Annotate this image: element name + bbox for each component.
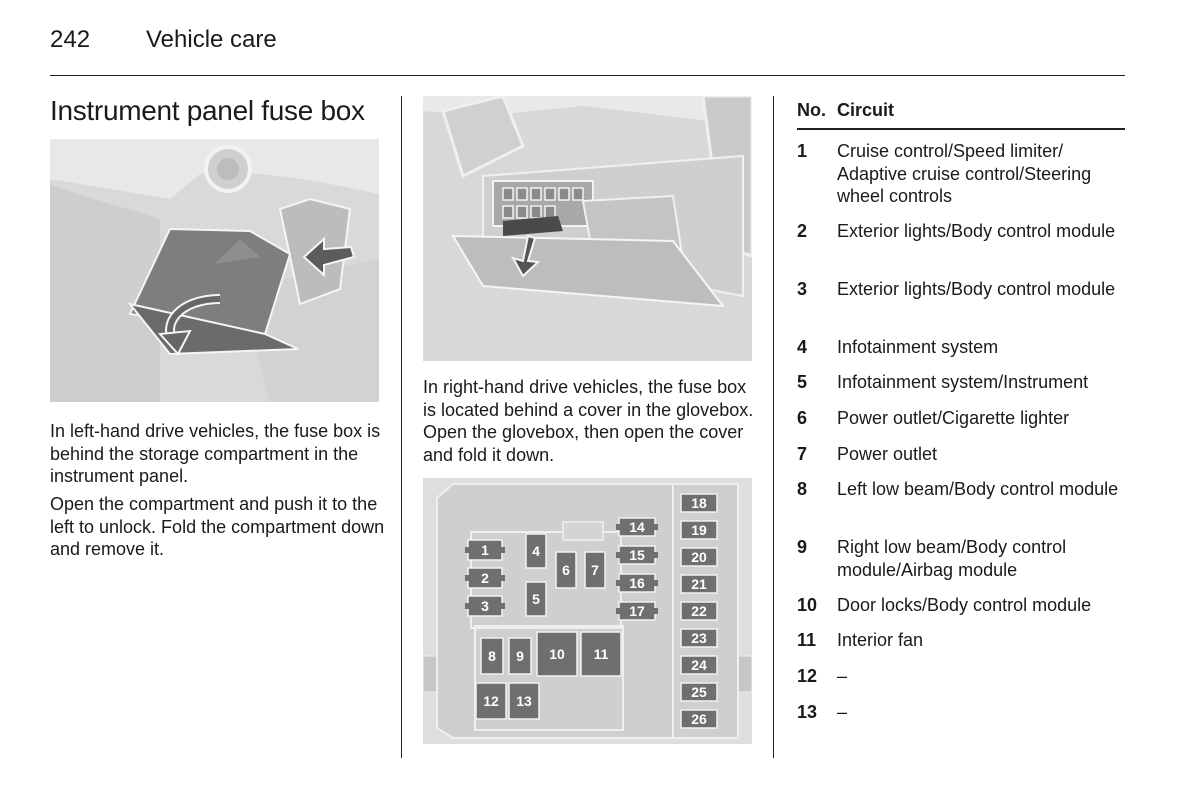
fuse-slot-12: 12 (475, 682, 507, 720)
fuse-label: 7 (591, 562, 599, 578)
fuse-slot-17: 17 (616, 601, 658, 621)
fuse-label: 18 (691, 495, 707, 511)
fuse-label: 21 (691, 576, 707, 592)
fuse-label: 13 (516, 693, 532, 709)
rhd-glovebox-illustration (423, 96, 752, 361)
row-circuit: – (837, 702, 848, 722)
row-circuit: – (837, 666, 848, 686)
fuse-slot-11: 11 (580, 631, 622, 677)
fuse-slot-15: 15 (616, 545, 658, 565)
fuse-label: 5 (532, 591, 540, 607)
fuse-slot-24: 24 (680, 655, 718, 675)
row-circuit: Exterior lights/Body control module (837, 221, 1116, 241)
row-number: 1 (797, 141, 808, 161)
fuse-slot-19: 19 (680, 520, 718, 540)
fuse-label: 20 (691, 549, 707, 565)
fuse-label: 15 (629, 547, 645, 563)
fuse-label: 16 (629, 575, 645, 591)
fuse-label: 11 (594, 646, 609, 662)
row-circuit: Infotainment system (837, 337, 999, 357)
lhd-instructions: Open the compartment and push it to the … (50, 494, 385, 559)
fuse-slot-23: 23 (680, 628, 718, 648)
fuse-label: 19 (691, 522, 707, 538)
fuse-slot-20: 20 (680, 547, 718, 567)
page-title: Instrument panel fuse box (50, 95, 365, 126)
row-number: 13 (797, 702, 818, 722)
fuse-label: 8 (488, 648, 496, 664)
fuse-slot-3: 3 (465, 595, 505, 617)
fuse-slot-22: 22 (680, 601, 718, 621)
fuse-label: 9 (516, 648, 524, 664)
fuse-slot-10: 10 (536, 631, 578, 677)
fuse-slot-9: 9 (508, 637, 532, 675)
fuse-label: 12 (483, 693, 499, 709)
fuse-label: 4 (532, 543, 540, 559)
fuse-slot-6: 6 (555, 551, 577, 589)
fuse-slot-14: 14 (616, 517, 658, 537)
fuse-slot-2: 2 (465, 567, 505, 589)
rhd-description: In right-hand drive vehicles, the fuse b… (423, 377, 754, 465)
row-number: 12 (797, 666, 818, 686)
fuse-label: 3 (481, 598, 489, 614)
fuse-slot-25: 25 (680, 682, 718, 702)
lhd-storage-compartment-illustration (50, 139, 379, 402)
fuse-slot-1: 1 (465, 539, 505, 561)
row-number: 6 (797, 408, 808, 428)
row-number: 10 (797, 595, 818, 615)
fuse-label: 10 (549, 646, 565, 662)
column-divider-right (773, 96, 774, 758)
fuse-slot-18: 18 (680, 493, 718, 513)
fuse-slot-16: 16 (616, 573, 658, 593)
row-circuit: Power outlet (837, 444, 938, 464)
fuse-label: 23 (691, 630, 707, 646)
row-circuit: Exterior lights/Body control module (837, 279, 1116, 299)
table-header-no: No. (797, 100, 826, 120)
fuse-label: 17 (629, 603, 645, 619)
page-number: 242 (50, 26, 91, 53)
fuse-label: 14 (629, 519, 645, 535)
fuse-label: 1 (481, 542, 489, 558)
row-circuit: Infotainment system/Instrument (837, 372, 1089, 392)
row-number: 11 (797, 630, 817, 650)
fuse-slot-21: 21 (680, 574, 718, 594)
fuse-slot-26: 26 (680, 709, 718, 729)
row-number: 3 (797, 279, 808, 299)
row-circuit: Power outlet/Cigarette lighter (837, 408, 1070, 428)
table-header-rule (797, 128, 1125, 130)
fuse-slot-5: 5 (525, 581, 547, 617)
header-divider (50, 75, 1125, 76)
fuse-label: 2 (481, 570, 489, 586)
fuse-label: 26 (691, 711, 707, 727)
column-divider-left (401, 96, 402, 758)
fuse-slot-8: 8 (480, 637, 504, 675)
fuse-slot-7: 7 (584, 551, 606, 589)
row-number: 2 (797, 221, 808, 241)
fuse-slot-13: 13 (508, 682, 540, 720)
row-number: 9 (797, 537, 808, 557)
fuse-slot-4: 4 (525, 533, 547, 569)
row-circuit: Right low beam/Body control module/Airba… (837, 537, 1067, 580)
row-number: 4 (797, 337, 808, 357)
row-number: 5 (797, 372, 808, 392)
table-header-circuit: Circuit (837, 100, 895, 120)
section-title: Vehicle care (146, 26, 277, 53)
row-circuit: Left low beam/Body control module (837, 479, 1119, 499)
lhd-description: In left-hand drive vehicles, the fuse bo… (50, 421, 381, 486)
fuse-label: 22 (691, 603, 707, 619)
fuse-label: 6 (562, 562, 570, 578)
fuse-label: 24 (691, 657, 707, 673)
fuse-label: 25 (691, 684, 707, 700)
row-circuit: Interior fan (837, 630, 924, 650)
row-circuit: Door locks/Body control module (837, 595, 1092, 615)
row-circuit: Cruise control/Speed limiter/ Adaptive c… (837, 141, 1092, 206)
row-number: 8 (797, 479, 808, 499)
row-number: 7 (797, 444, 808, 464)
